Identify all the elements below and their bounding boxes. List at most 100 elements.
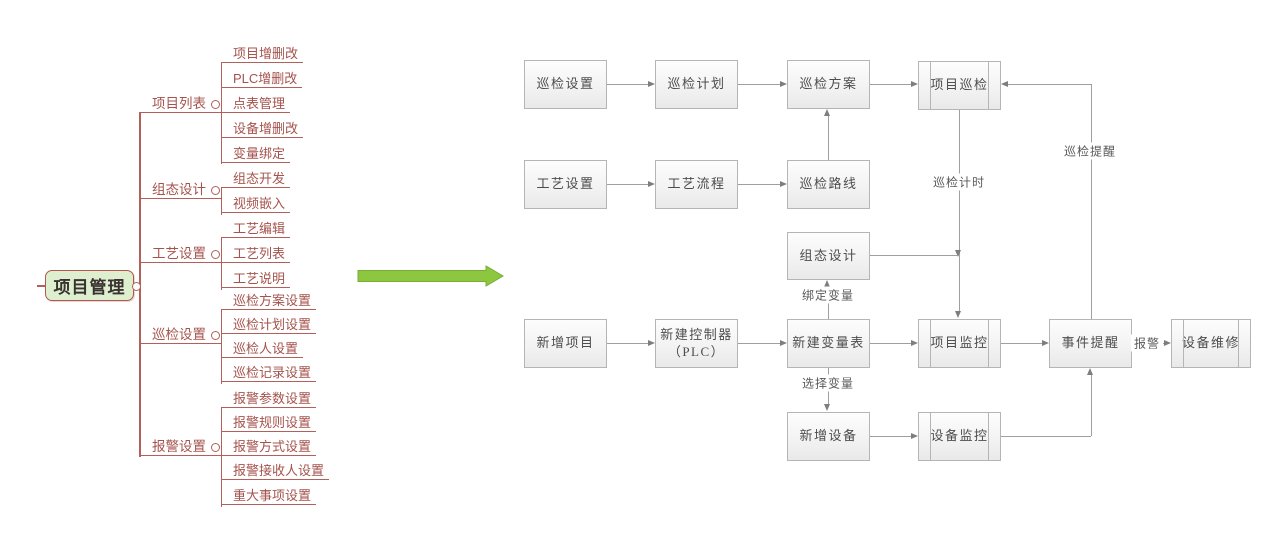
node-label: 巡检计划 — [667, 76, 726, 92]
node-label: （PLC） — [667, 343, 726, 359]
arrowhead — [911, 432, 918, 439]
flow-node-project-monitor[interactable]: 项目监控 — [918, 319, 1001, 368]
branch-expander-icon[interactable] — [211, 443, 220, 452]
edge-line — [958, 110, 960, 311]
arrowhead — [1164, 339, 1171, 346]
bracket-line — [220, 310, 222, 384]
branch-label: 报警设置 — [152, 439, 206, 454]
edge-label-inspection-timing: 巡检计时 — [929, 173, 989, 191]
edge-label-alarm: 报警 — [1130, 334, 1164, 352]
branch-expander-icon[interactable] — [211, 331, 220, 340]
node-label: 新建变量表 — [792, 335, 865, 351]
arrowhead — [648, 180, 655, 187]
flow-node-inspection-plan[interactable]: 巡检计划 — [655, 60, 738, 109]
edge-line — [870, 343, 911, 344]
arrowhead — [1042, 339, 1049, 346]
arrowhead — [648, 80, 655, 87]
bracket-line — [220, 188, 222, 215]
branch-expander-icon[interactable] — [211, 250, 220, 259]
mindmap-branch-project-list[interactable]: 项目列表 — [139, 96, 221, 113]
arrowhead — [1087, 368, 1093, 375]
edge-line — [1008, 84, 1091, 85]
mindmap-leaf[interactable]: 巡检记录设置 — [221, 366, 317, 382]
flow-node-device-repair[interactable]: 设备维修 — [1171, 319, 1251, 368]
node-label: 项目监控 — [930, 335, 989, 351]
mindmap-branch-inspection-settings[interactable]: 巡检设置 — [139, 327, 221, 344]
flow-node-new-controller[interactable]: 新建控制器 （PLC） — [655, 319, 738, 368]
arrowhead — [824, 404, 830, 411]
node-label: 工艺设置 — [536, 176, 595, 192]
edge-line — [870, 84, 911, 85]
arrowhead — [911, 339, 918, 346]
root-left-tick — [37, 285, 45, 287]
edge-line — [1090, 375, 1092, 436]
mindmap-branch-alarm-settings[interactable]: 报警设置 — [139, 439, 221, 456]
mindmap-leaf[interactable]: 报警参数设置 — [221, 392, 317, 408]
flow-node-config-design[interactable]: 组态设计 — [787, 232, 870, 280]
flow-node-inspection-route[interactable]: 巡检路线 — [787, 160, 870, 209]
edge-line — [827, 116, 829, 160]
mindmap-leaf[interactable]: 报警规则设置 — [221, 416, 317, 432]
root-topic-label: 项目管理 — [53, 278, 126, 297]
flow-node-project-inspection[interactable]: 项目巡检 — [918, 61, 1001, 110]
edge-label-select-variable: 选择变量 — [798, 374, 858, 392]
mindmap-root-topic[interactable]: 项目管理 — [45, 270, 134, 301]
flow-node-inspection-settings[interactable]: 巡检设置 — [524, 60, 607, 109]
node-label: 事件提醒 — [1061, 335, 1120, 351]
mindmap-leaf[interactable]: 巡检人设置 — [221, 342, 304, 358]
flow-node-new-project[interactable]: 新增项目 — [524, 319, 607, 368]
bracket-line — [220, 238, 222, 290]
bracket-line — [220, 63, 222, 164]
mindmap-leaf[interactable]: 工艺列表 — [221, 247, 291, 263]
mindmap-leaf[interactable]: 报警方式设置 — [221, 440, 317, 456]
mindmap-leaf[interactable]: 点表管理 — [221, 97, 291, 113]
edge-label-inspection-reminder: 巡检提醒 — [1060, 142, 1120, 160]
flow-node-process-flow[interactable]: 工艺流程 — [655, 160, 738, 209]
arrowhead — [824, 109, 830, 116]
branch-label: 工艺设置 — [152, 246, 206, 261]
flow-node-new-variable-table[interactable]: 新建变量表 — [787, 319, 870, 368]
branch-expander-icon[interactable] — [211, 100, 220, 109]
node-label: 巡检设置 — [536, 76, 595, 92]
node-label: 巡检路线 — [799, 176, 858, 192]
mindmap-leaf[interactable]: 设备增删改 — [221, 122, 304, 138]
branch-label: 巡检设置 — [152, 327, 206, 342]
node-label: 巡检方案 — [799, 76, 858, 92]
mindmap-branch-process-settings[interactable]: 工艺设置 — [139, 246, 221, 263]
edge-line — [738, 84, 780, 85]
mindmap-leaf[interactable]: 工艺编辑 — [221, 222, 291, 238]
bracket-line — [220, 408, 222, 507]
mindmap-leaf[interactable]: 变量绑定 — [221, 147, 291, 163]
arrowhead — [955, 250, 961, 257]
edge-line — [870, 255, 959, 256]
node-label: 新增项目 — [536, 335, 595, 351]
mindmap-leaf[interactable]: 重大事项设置 — [221, 489, 317, 505]
mindmap-leaf[interactable]: 工艺说明 — [221, 272, 291, 288]
mindmap-branch-config-design[interactable]: 组态设计 — [139, 182, 221, 199]
arrowhead — [824, 280, 830, 287]
mindmap-leaf[interactable]: 巡检计划设置 — [221, 318, 317, 334]
mindmap-leaf[interactable]: 视频嵌入 — [221, 197, 291, 213]
mindmap-leaf[interactable]: 报警接收人设置 — [221, 464, 330, 480]
mindmap-leaf[interactable]: 组态开发 — [221, 172, 291, 188]
mindmap-leaf[interactable]: 巡检方案设置 — [221, 294, 317, 310]
edge-line — [607, 343, 648, 344]
mindmap-leaf[interactable]: 项目增删改 — [221, 47, 304, 63]
node-label: 设备监控 — [930, 428, 989, 444]
mindmap-leaf[interactable]: PLC增删改 — [221, 72, 303, 88]
flow-node-inspection-scheme[interactable]: 巡检方案 — [787, 60, 870, 109]
edge-line — [607, 84, 648, 85]
arrowhead — [780, 339, 787, 346]
arrowhead — [1001, 80, 1008, 87]
flow-node-device-monitor[interactable]: 设备监控 — [918, 412, 1001, 461]
flow-node-process-settings[interactable]: 工艺设置 — [524, 160, 607, 209]
edge-line — [607, 184, 648, 185]
edge-line — [738, 343, 780, 344]
root-expander-icon[interactable] — [132, 282, 141, 291]
branch-expander-icon[interactable] — [211, 186, 220, 195]
node-label: 项目巡检 — [930, 77, 989, 93]
node-label: 工艺流程 — [667, 176, 726, 192]
flow-node-new-device[interactable]: 新增设备 — [787, 412, 870, 461]
flow-node-event-reminder[interactable]: 事件提醒 — [1049, 319, 1132, 368]
